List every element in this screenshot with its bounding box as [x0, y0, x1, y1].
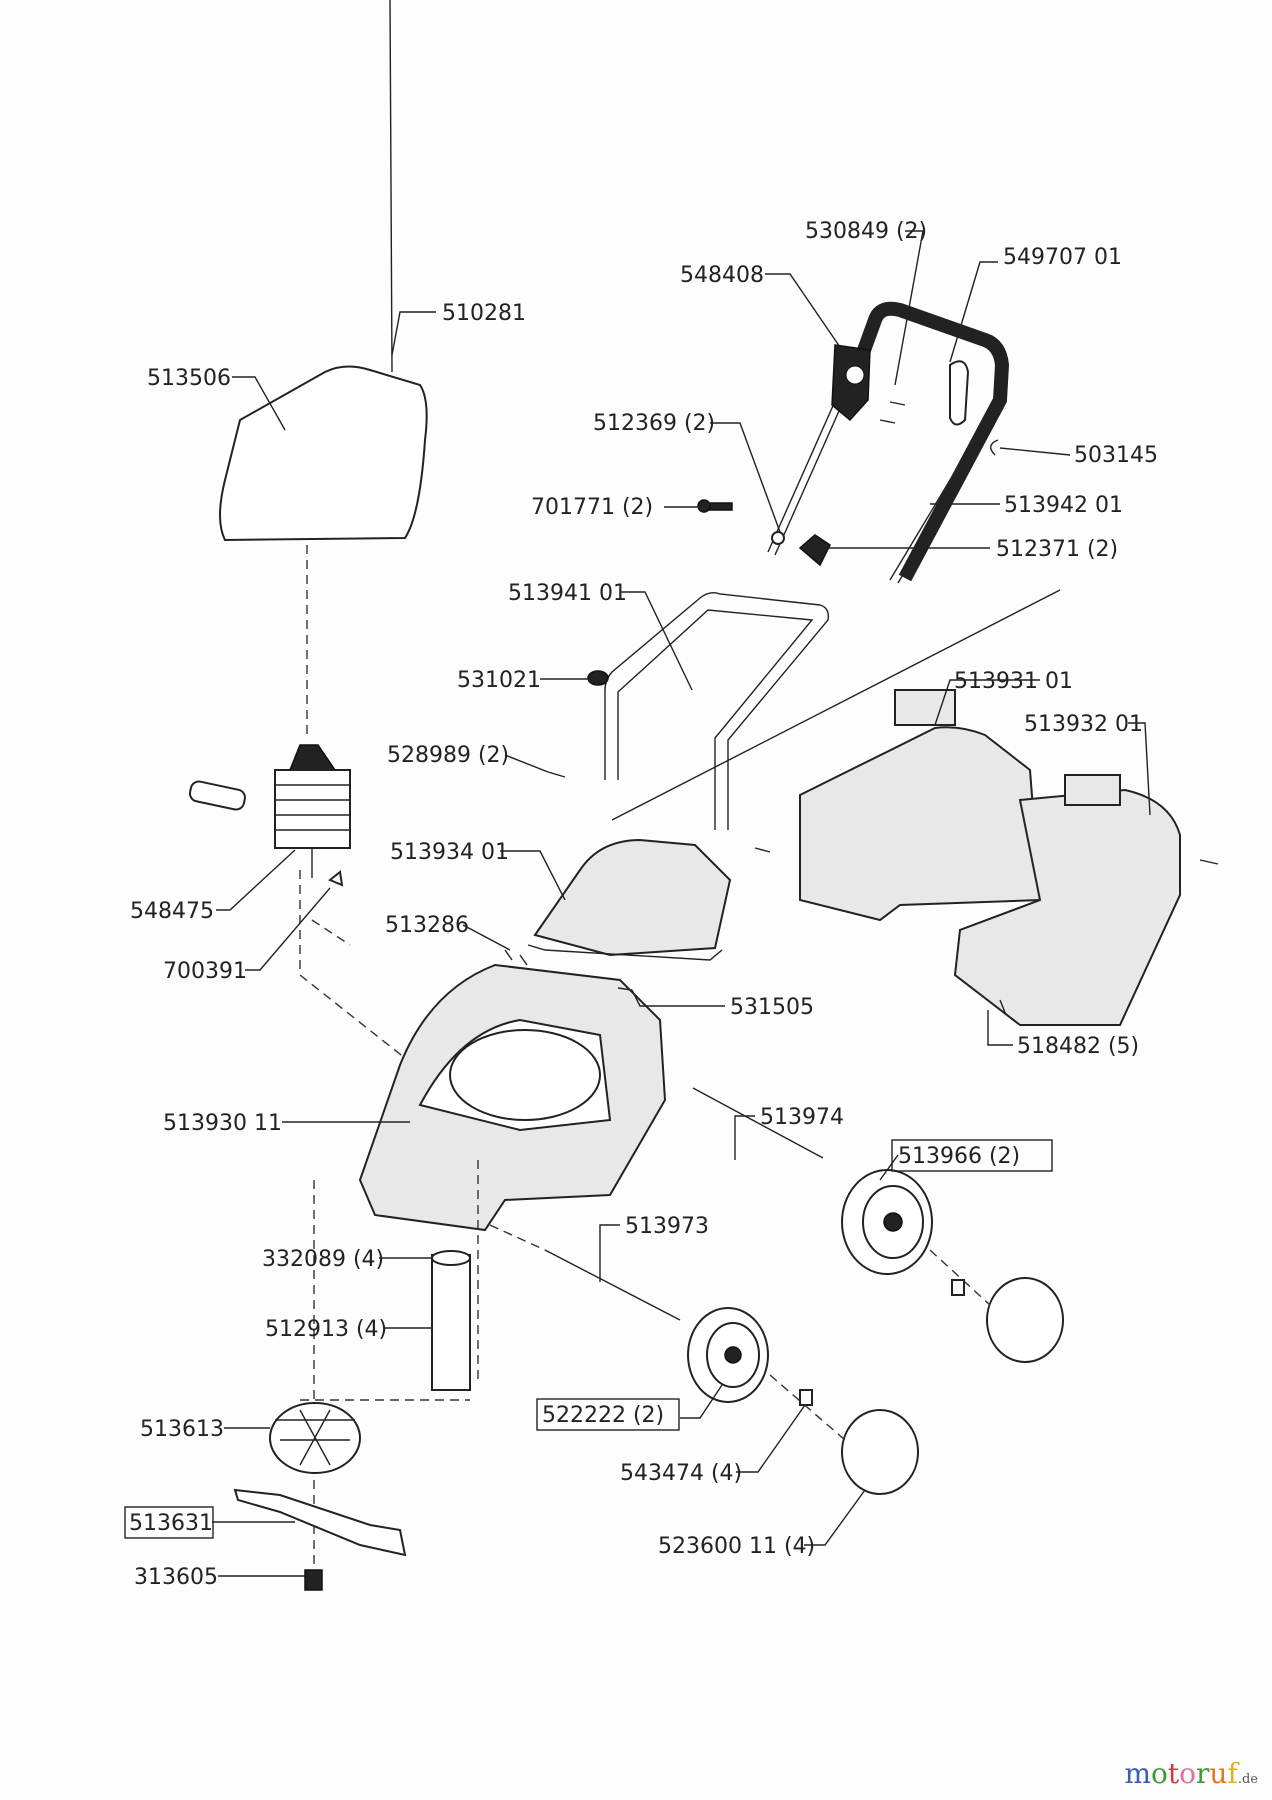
logo-letter: o — [1179, 1757, 1197, 1790]
label-701771: 701771 (2) — [531, 495, 653, 520]
screw-510281 — [389, 0, 393, 373]
label-548475: 548475 — [130, 899, 214, 924]
upper-handle — [767, 301, 1010, 584]
label-512369: 512369 (2) — [593, 411, 715, 436]
label-523600: 523600 11 (4) — [658, 1534, 815, 1559]
flap-513934 — [533, 838, 732, 957]
nut-543474-b — [799, 1389, 813, 1406]
bolt-701771 — [697, 499, 733, 513]
motoruf-logo: motoruf.de — [1124, 1757, 1258, 1790]
box-513966 — [891, 1139, 1053, 1172]
screws-530849 — [879, 401, 906, 424]
hubcap-523600-b — [841, 1409, 919, 1495]
label-513286: 513286 — [385, 913, 469, 938]
logo-letter: m — [1124, 1757, 1152, 1790]
logo-suffix: .de — [1237, 1772, 1258, 1787]
label-513941: 513941 01 — [508, 581, 627, 606]
blade-513631 — [233, 1488, 407, 1557]
deck-513930 — [358, 963, 667, 1232]
hubcap-523600-a — [986, 1277, 1064, 1363]
leader-lines — [212, 230, 1151, 1577]
cable-switch-548408 — [831, 344, 871, 422]
label-513613: 513613 — [140, 1417, 224, 1442]
logo-letter: o — [1151, 1757, 1168, 1790]
screw-518482-b — [999, 999, 1007, 1016]
lower-handle-513941 — [604, 591, 830, 830]
washer-512369 — [771, 531, 785, 545]
knob-512371 — [798, 534, 831, 567]
label-512371: 512371 (2) — [996, 537, 1118, 562]
screw-528989 — [547, 771, 566, 778]
motor-548475 — [188, 744, 351, 878]
label-313605: 313605 — [134, 1565, 218, 1590]
label-332089: 332089 (4) — [262, 1247, 384, 1272]
nut-332089 — [431, 1250, 471, 1266]
label-518482: 518482 (5) — [1017, 1034, 1139, 1059]
spring-531505 — [617, 987, 633, 991]
bolt-313605 — [304, 1569, 323, 1591]
handle-line — [611, 589, 1061, 821]
label-543474: 543474 (4) — [620, 1461, 742, 1486]
logo-letter: u — [1209, 1757, 1228, 1790]
logo-letter: t — [1167, 1757, 1180, 1790]
fan-513613 — [269, 1402, 361, 1474]
label-513930: 513930 11 — [163, 1111, 282, 1136]
label-513931: 513931 01 — [954, 669, 1073, 694]
label-548408: 548408 — [680, 263, 764, 288]
box-513631 — [124, 1506, 214, 1539]
box-522222 — [536, 1398, 680, 1431]
label-530849: 530849 (2) — [805, 219, 927, 244]
wheel-522222 — [687, 1307, 769, 1403]
axle-513974 — [692, 1087, 824, 1159]
logo-letter: f — [1227, 1757, 1238, 1790]
screw-518482-a — [1199, 859, 1219, 865]
label-513932: 513932 01 — [1024, 712, 1143, 737]
label-531505: 531505 — [730, 995, 814, 1020]
label-513973: 513973 — [625, 1214, 709, 1239]
key-700391 — [328, 870, 344, 887]
axle-513973 — [544, 1249, 681, 1321]
label-513942: 513942 01 — [1004, 493, 1123, 518]
grass-box-513932 — [953, 774, 1181, 1026]
nut-543474-a — [951, 1279, 965, 1296]
label-512913: 512913 (4) — [265, 1317, 387, 1342]
label-531021: 531021 — [457, 668, 541, 693]
label-510281: 510281 — [442, 301, 526, 326]
screw-small — [754, 847, 771, 853]
cable-clip-549707 — [949, 360, 970, 426]
spacer-512913 — [431, 1254, 471, 1391]
label-513974: 513974 — [760, 1105, 844, 1130]
label-522222: 522222 (2) — [542, 1403, 664, 1428]
motor-cover-513506 — [219, 365, 428, 542]
label-513934: 513934 01 — [390, 840, 509, 865]
label-513506: 513506 — [147, 366, 231, 391]
clip-503145 — [990, 439, 999, 456]
logo-letter: r — [1196, 1757, 1210, 1790]
label-513631: 513631 — [129, 1511, 213, 1536]
label-513966: 513966 (2) — [898, 1144, 1020, 1169]
spring-513286 — [504, 949, 528, 966]
wheel-513966 — [841, 1169, 933, 1275]
label-700391: 700391 — [163, 959, 247, 984]
label-503145: 503145 — [1074, 443, 1158, 468]
label-528989: 528989 (2) — [387, 743, 509, 768]
clip-531021 — [587, 670, 609, 686]
label-549707: 549707 01 — [1003, 245, 1122, 270]
grass-box-513931 — [799, 689, 1042, 922]
